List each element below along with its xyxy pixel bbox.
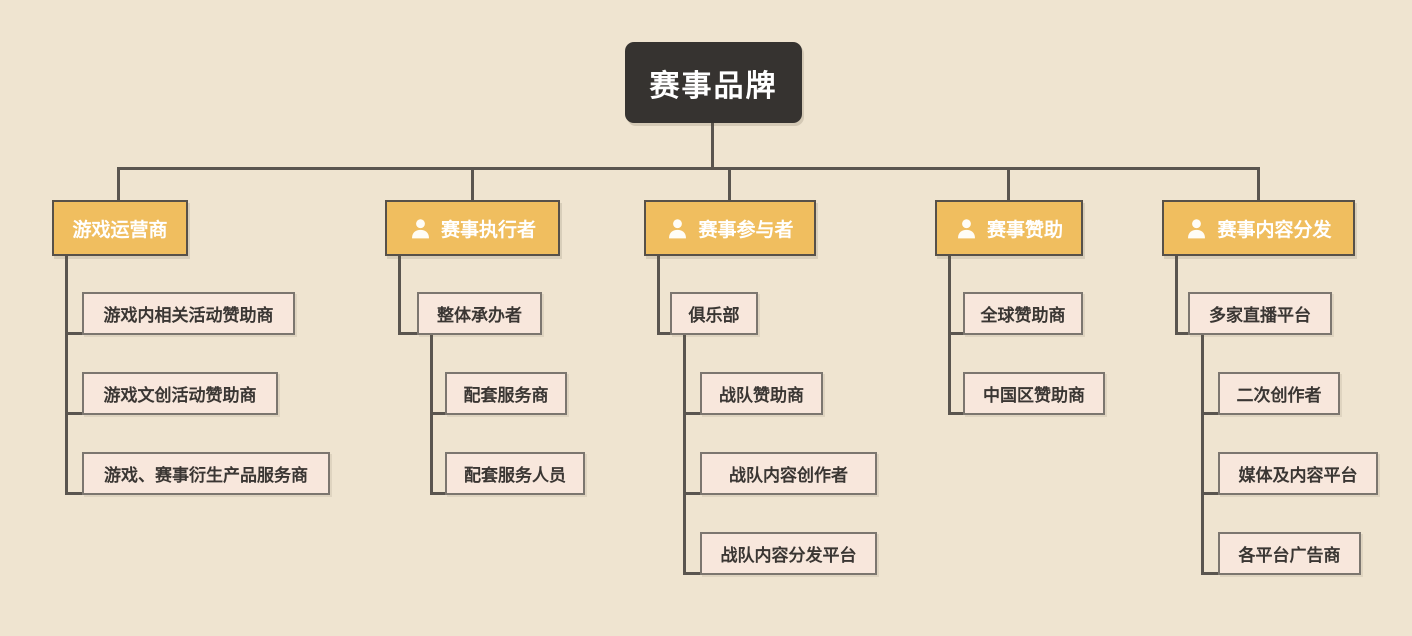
- connector-line: [65, 412, 84, 415]
- connector-line: [471, 167, 474, 201]
- user-icon: [666, 217, 689, 240]
- leaf-label: 游戏内相关活动赞助商: [103, 306, 274, 325]
- leaf-label: 整体承办者: [437, 306, 522, 325]
- branch-label: 赛事赞助: [986, 219, 1063, 241]
- leaf-label: 中国区赞助商: [983, 386, 1085, 405]
- leaf-label: 战队内容创作者: [729, 466, 848, 485]
- connector-line: [1007, 167, 1010, 201]
- connector-line: [1201, 572, 1220, 575]
- branch-label: 游戏运营商: [72, 219, 168, 241]
- leaf-node[interactable]: 配套服务人员: [445, 452, 585, 495]
- user-icon: [1185, 217, 1208, 240]
- connector-line: [948, 332, 965, 335]
- leaf-label: 配套服务商: [463, 386, 549, 405]
- connector-line: [1201, 412, 1220, 415]
- leaf-label: 媒体及内容平台: [1238, 466, 1358, 485]
- connector-line: [657, 254, 660, 335]
- connector-line: [65, 492, 84, 495]
- branch-node-event-executor[interactable]: 赛事执行者: [385, 200, 560, 256]
- leaf-label: 二次创作者: [1236, 386, 1322, 405]
- connector-line: [65, 254, 68, 495]
- root-label: 赛事品牌: [649, 69, 778, 103]
- leaf-node[interactable]: 战队内容分发平台: [700, 532, 877, 575]
- connector-line: [948, 412, 965, 415]
- leaf-node[interactable]: 游戏内相关活动赞助商: [82, 292, 295, 335]
- leaf-node[interactable]: 俱乐部: [670, 292, 758, 335]
- leaf-node[interactable]: 游戏、赛事衍生产品服务商: [82, 452, 330, 495]
- leaf-label: 战队赞助商: [719, 386, 804, 405]
- connector-line: [117, 167, 120, 201]
- leaf-node[interactable]: 游戏文创活动赞助商: [82, 372, 278, 415]
- leaf-node[interactable]: 二次创作者: [1218, 372, 1340, 415]
- user-icon: [409, 217, 432, 240]
- leaf-node[interactable]: 媒体及内容平台: [1218, 452, 1378, 495]
- connector-line: [1201, 492, 1220, 495]
- branch-label: 赛事参与者: [698, 219, 794, 241]
- branch-node-content-distribution[interactable]: 赛事内容分发: [1162, 200, 1355, 256]
- leaf-node[interactable]: 战队内容创作者: [700, 452, 877, 495]
- branch-node-game-operator[interactable]: 游戏运营商: [52, 200, 188, 256]
- leaf-node[interactable]: 各平台广告商: [1218, 532, 1361, 575]
- connector-line: [728, 167, 731, 201]
- leaf-label: 游戏文创活动赞助商: [103, 386, 257, 405]
- connector-line: [657, 332, 672, 335]
- connector-line: [65, 332, 84, 335]
- leaf-label: 俱乐部: [688, 306, 740, 325]
- connector-line: [683, 333, 686, 575]
- leaf-label: 配套服务人员: [464, 466, 566, 485]
- connector-line: [683, 572, 702, 575]
- branch-node-event-participant[interactable]: 赛事参与者: [644, 200, 816, 256]
- leaf-node[interactable]: 多家直播平台: [1188, 292, 1332, 335]
- user-icon: [955, 217, 978, 240]
- leaf-node[interactable]: 整体承办者: [417, 292, 542, 335]
- connector-line: [683, 412, 702, 415]
- connector-line: [117, 167, 1260, 170]
- connector-line: [430, 412, 447, 415]
- connector-line: [1201, 333, 1204, 575]
- connector-line: [1175, 254, 1178, 335]
- leaf-node[interactable]: 配套服务商: [445, 372, 567, 415]
- leaf-node[interactable]: 中国区赞助商: [963, 372, 1105, 415]
- connector-line: [398, 254, 401, 335]
- leaf-label: 多家直播平台: [1209, 306, 1311, 325]
- leaf-label: 战队内容分发平台: [720, 546, 857, 565]
- connector-line: [683, 492, 702, 495]
- connector-line: [430, 492, 447, 495]
- branch-node-event-sponsor[interactable]: 赛事赞助: [935, 200, 1083, 256]
- leaf-node[interactable]: 全球赞助商: [963, 292, 1083, 335]
- leaf-node[interactable]: 战队赞助商: [700, 372, 823, 415]
- connector-line: [1257, 167, 1260, 201]
- connector-line: [1175, 332, 1190, 335]
- branch-label: 赛事内容分发: [1217, 219, 1332, 241]
- connector-line: [398, 332, 419, 335]
- root-node-event-brand[interactable]: 赛事品牌: [625, 42, 802, 123]
- leaf-label: 游戏、赛事衍生产品服务商: [104, 466, 308, 485]
- leaf-label: 全球赞助商: [980, 306, 1066, 325]
- branch-label: 赛事执行者: [440, 219, 536, 241]
- leaf-label: 各平台广告商: [1238, 546, 1341, 565]
- connector-line: [711, 123, 714, 167]
